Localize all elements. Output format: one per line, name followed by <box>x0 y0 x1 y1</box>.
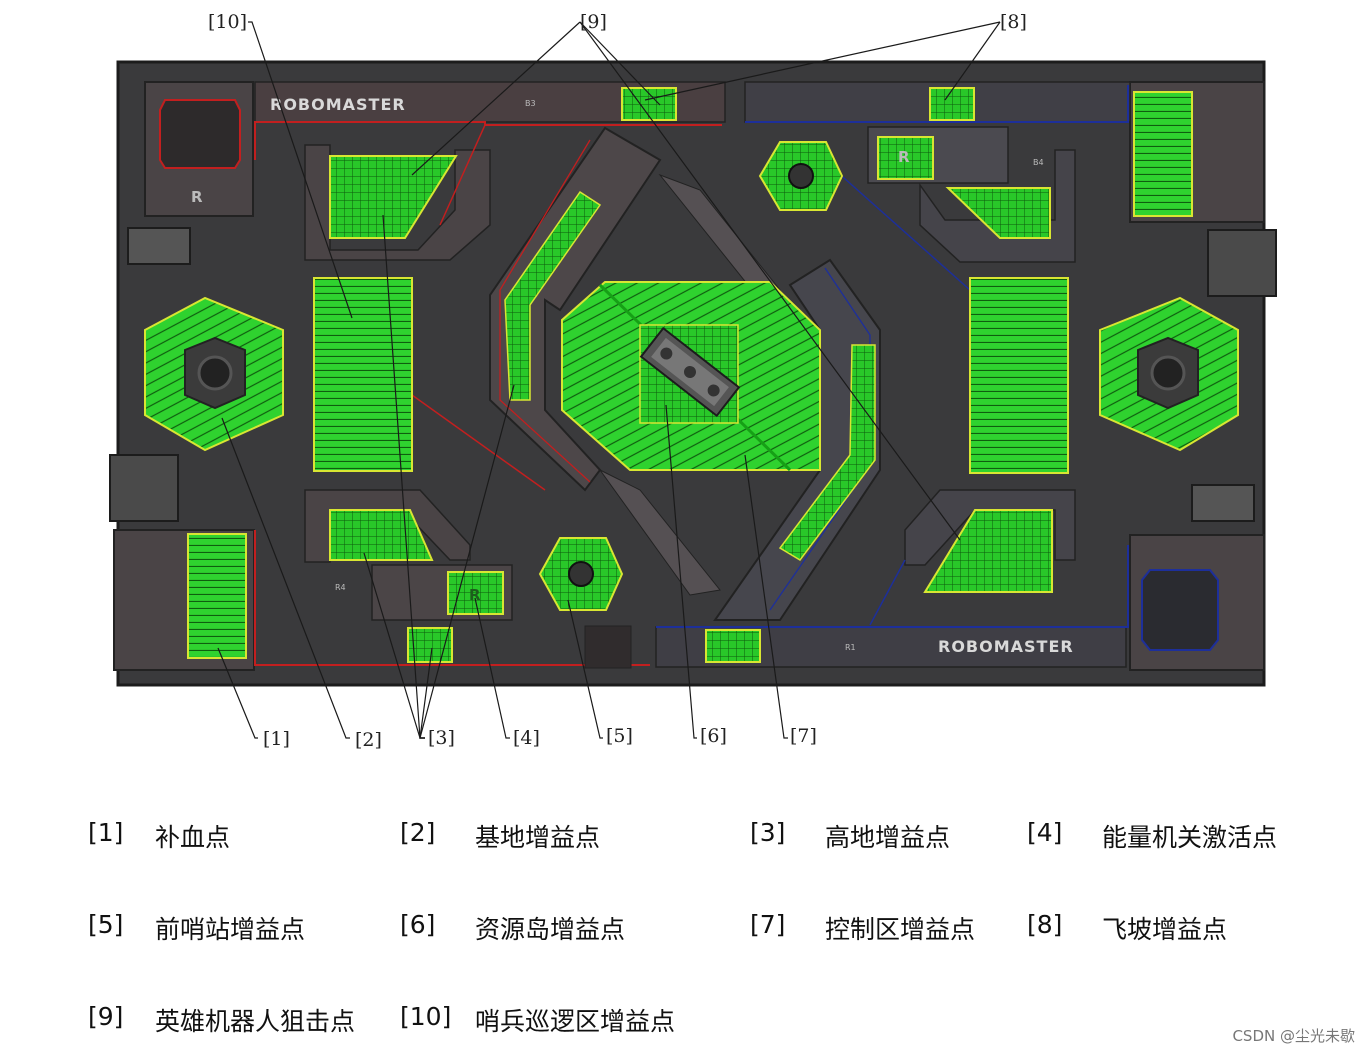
legend: [1] 补血点 [2] 基地增益点 [3] 高地增益点 [4] 能量机关激活点 … <box>0 790 1369 1040</box>
callout-4: [4] <box>513 727 540 749</box>
legend-num-4: [4] <box>1027 818 1063 847</box>
legend-label-6: 资源岛增益点 <box>475 915 626 944</box>
label-r4: R4 <box>335 583 346 592</box>
label-b3: B3 <box>525 99 536 108</box>
callout-5: [5] <box>606 725 633 747</box>
callout-7: [7] <box>790 725 817 747</box>
legend-label-9: 英雄机器人狙击点 <box>155 1007 356 1036</box>
battlefield-map: ROBOMASTER ROBOMASTER R R R B3 B4 R4 R1 … <box>109 11 1277 751</box>
legend-label-2: 基地增益点 <box>475 823 601 852</box>
callout-9: [9] <box>580 11 607 33</box>
legend-num-8: [8] <box>1027 910 1063 939</box>
legend-num-10: [10] <box>400 1002 452 1031</box>
red-sentry-dock <box>109 227 191 522</box>
blue-sentry-dock <box>1191 229 1277 522</box>
red-outpost-icon <box>568 561 594 587</box>
callout-6: [6] <box>700 725 727 747</box>
legend-label-7: 控制区增益点 <box>825 915 976 944</box>
label-r1: R1 <box>845 643 856 652</box>
red-energy-activation-zone <box>447 571 504 615</box>
legend-label-8: 飞坡增益点 <box>1102 915 1228 944</box>
blue-base-strip <box>969 277 1069 474</box>
legend-label-5: 前哨站增益点 <box>155 915 306 944</box>
label-b4: B4 <box>1033 158 1044 167</box>
blue-ramp-stripe <box>778 344 876 561</box>
blue-highland-buff-zone <box>923 509 1053 593</box>
watermark: CSDN @尘光未歇 <box>1232 1027 1355 1045</box>
legend-num-1: [1] <box>88 818 124 847</box>
red-hero-snipe-zone <box>621 87 677 121</box>
blue-supply-zone <box>1133 91 1193 217</box>
r-mark-blue: R <box>898 148 910 166</box>
blue-outpost-icon <box>788 163 814 189</box>
red-ramp-stripe <box>504 190 602 401</box>
callout-10: [10] <box>208 11 247 33</box>
legend-label-10: 哨兵巡逻区增益点 <box>475 1007 676 1036</box>
resource-island-robot <box>639 326 741 418</box>
r-mark-red-energy: R <box>469 586 481 604</box>
blue-base-buff-zone <box>945 187 1051 239</box>
central-ramps <box>489 126 881 621</box>
legend-num-2: [2] <box>400 818 436 847</box>
callout-2: [2] <box>355 729 382 751</box>
red-base <box>144 296 284 452</box>
legend-label-4: 能量机关激活点 <box>1102 823 1278 852</box>
blue-energy-activation-zone <box>877 136 934 180</box>
legend-num-6: [6] <box>400 910 436 939</box>
legend-num-9: [9] <box>88 1002 124 1031</box>
logo-left: ROBOMASTER <box>270 95 406 114</box>
logo-right: ROBOMASTER <box>938 637 1074 656</box>
legend-num-5: [5] <box>88 910 124 939</box>
legend-num-7: [7] <box>750 910 786 939</box>
callout-lines <box>217 21 1001 739</box>
red-base-strip <box>313 277 413 472</box>
callout-8: [8] <box>1000 11 1027 33</box>
red-base-buff-zone <box>329 155 458 239</box>
r-mark-red: R <box>191 188 203 206</box>
callout-1: [1] <box>263 728 290 750</box>
blue-fly-ramp-buff <box>929 87 975 121</box>
legend-num-3: [3] <box>750 818 786 847</box>
red-supply-zone <box>187 533 247 659</box>
blue-hero-snipe-zone <box>705 629 761 663</box>
legend-label-1: 补血点 <box>155 823 231 852</box>
callout-3: [3] <box>428 727 455 749</box>
legend-label-3: 高地增益点 <box>825 823 951 852</box>
blue-base <box>1099 296 1239 452</box>
